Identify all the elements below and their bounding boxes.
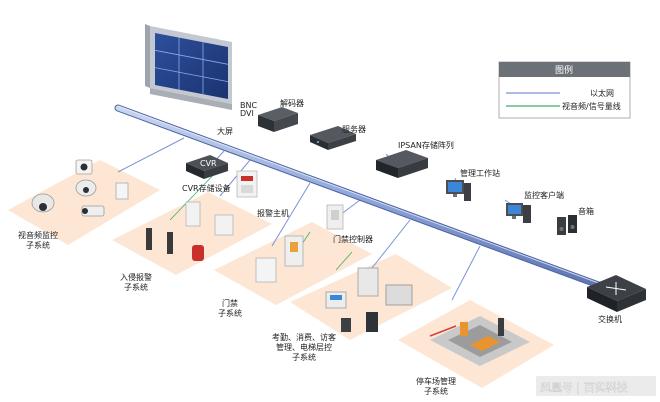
parking-sub-label-2: 子系统 xyxy=(424,386,448,396)
access-sub-label-2: 子系统 xyxy=(218,308,242,318)
server-device xyxy=(310,126,356,150)
alarm-host-device xyxy=(236,170,258,198)
door-controller-label: 门禁控制器 xyxy=(333,234,373,244)
switch-label: 交换机 xyxy=(598,314,622,324)
legend-title: 图例 xyxy=(555,64,573,76)
monitor-client-device xyxy=(506,203,531,223)
watermark-text: 凤凰号 | 百实科技 xyxy=(540,380,628,394)
mgmt-workstation-device xyxy=(446,180,471,201)
server-label: 服务器 xyxy=(342,124,366,134)
speaker-label: 音箱 xyxy=(578,206,594,216)
video-sub-label-2: 子系统 xyxy=(26,240,50,250)
panel-attendance xyxy=(290,254,452,340)
access-control-devices xyxy=(255,235,304,283)
parking-sub-label-1: 停车场管理 xyxy=(416,376,456,386)
subsystem-labels: 视音频监控 子系统 入侵报警 子系统 门禁 子系统 考勤、消费、访客 管理、电梯… xyxy=(18,230,456,396)
decoder-device xyxy=(258,107,298,132)
mgmt-workstation-label: 管理工作站 xyxy=(460,168,500,178)
ipsan-label: IPSAN存储阵列 xyxy=(398,140,454,150)
decoder-label: 解码器 xyxy=(280,98,304,108)
intrusion-sub-label-1: 入侵报警 xyxy=(120,272,152,282)
intrusion-alarm-devices xyxy=(146,201,234,261)
ethernet-backbone xyxy=(114,104,608,291)
attendance-sub-label-3: 子系统 xyxy=(292,352,316,362)
attendance-devices xyxy=(325,267,413,332)
attendance-sub-label-2: 管理、电梯层控 xyxy=(276,342,332,352)
door-controller-device xyxy=(326,204,344,230)
watermark: 凤凰号 | 百实科技 xyxy=(536,376,656,396)
cvr-badge: CVR xyxy=(200,159,217,168)
ipsan-device xyxy=(376,150,428,178)
legend-signal-label: 视音频/信号量线 xyxy=(562,101,621,111)
legend: 图例 以太网 视音频/信号量线 xyxy=(498,61,631,119)
video-surveillance-devices xyxy=(31,159,129,217)
speaker-device xyxy=(557,215,577,235)
cvr-device xyxy=(186,155,228,179)
switch-device xyxy=(587,275,646,312)
parking-devices xyxy=(429,316,530,366)
bnc-label: BNC xyxy=(240,101,257,110)
monitor-client-label: 监控客户端 xyxy=(524,190,564,200)
video-wall xyxy=(145,24,232,110)
dvi-label: DVI xyxy=(240,109,254,118)
video-sub-label-1: 视音频监控 xyxy=(18,230,58,240)
attendance-sub-label-1: 考勤、消费、访客 xyxy=(272,332,336,342)
intrusion-sub-label-2: 子系统 xyxy=(124,282,148,292)
alarm-host-label: 报警主机 xyxy=(257,208,289,218)
panel-video-surveillance xyxy=(8,160,160,245)
legend-ethernet-label: 以太网 xyxy=(590,88,614,98)
panel-intrusion-alarm xyxy=(112,192,272,275)
access-sub-label-1: 门禁 xyxy=(222,298,238,308)
video-wall-label: 大屏 xyxy=(217,126,233,136)
cvr-label: CVR存储设备 xyxy=(182,183,231,193)
